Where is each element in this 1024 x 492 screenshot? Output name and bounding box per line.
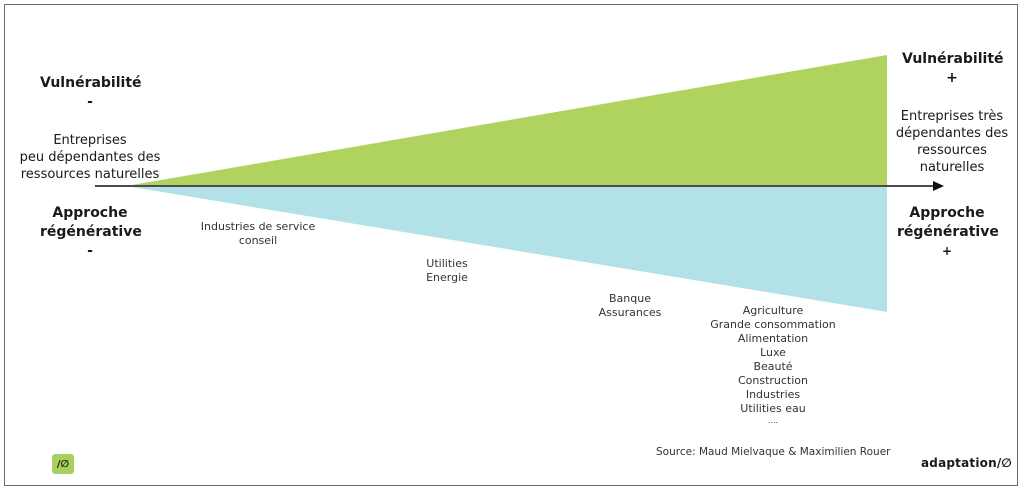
axis-arrowhead [933, 181, 944, 191]
sector-group-services: Industries de service conseil [198, 220, 318, 248]
right-description-line: Entreprises très [900, 109, 1004, 124]
right-vulnerability-sign: + [946, 70, 958, 86]
sector-label: Beauté [753, 360, 793, 373]
left-description-line: ressources naturelles [20, 167, 160, 182]
right-regenerative-sign: + [941, 244, 953, 258]
sector-label: Grande consommation [710, 318, 836, 331]
left-regenerative-line: régénérative [40, 224, 142, 240]
left-vulnerability-title: Vulnérabilité [40, 75, 142, 91]
sector-label: Luxe [760, 346, 786, 359]
sector-label: conseil [238, 234, 278, 247]
left-vulnerability-sign: - [87, 94, 93, 110]
sector-label: Agriculture [742, 304, 804, 317]
right-regenerative-line: Approche [909, 205, 985, 221]
left-description: Entreprises peu dépendantes des ressourc… [14, 132, 166, 183]
sector-label: Alimentation [737, 332, 809, 345]
sector-label: Industries de service [200, 220, 316, 233]
logo-badge-icon: /∅ [52, 454, 74, 474]
right-description: Entreprises très dépendantes des ressour… [888, 108, 1016, 176]
left-description-line: Entreprises [53, 133, 127, 148]
left-regenerative-title: Approche régénérative - [40, 204, 142, 261]
brand-wordmark: adaptation/∅ [921, 456, 1012, 470]
vulnerability-triangle [132, 55, 887, 185]
left-regenerative-line: Approche [52, 205, 128, 221]
sector-label: Utilities eau [740, 402, 806, 415]
right-regenerative-title: Approche régénérative + [897, 204, 999, 261]
source-caption: Source: Maud Mielvaque & Maximilien Roue… [656, 446, 891, 458]
sector-label: Industries [745, 388, 801, 401]
sector-group-finance: Banque Assurances [590, 292, 670, 320]
sector-group-utilities: Utilities Energie [407, 257, 487, 285]
sector-label: Assurances [598, 306, 662, 319]
regenerative-triangle [132, 187, 887, 312]
sector-label: Utilities [426, 257, 468, 270]
right-vulnerability-title: Vulnérabilité [902, 51, 1004, 67]
left-regenerative-sign: - [87, 243, 93, 259]
right-description-line: naturelles [919, 160, 985, 175]
sector-group-dependent: Agriculture Grande consommation Alimenta… [703, 304, 843, 426]
sector-label: Energie [426, 271, 468, 284]
sector-label: Banque [609, 292, 651, 305]
right-description-line: ressources [917, 143, 987, 158]
left-description-line: peu dépendantes des [19, 150, 161, 165]
sector-label: .... [767, 416, 779, 425]
sector-label: Construction [737, 374, 809, 387]
right-regenerative-line: régénérative [897, 224, 999, 240]
right-description-line: dépendantes des [895, 126, 1009, 141]
